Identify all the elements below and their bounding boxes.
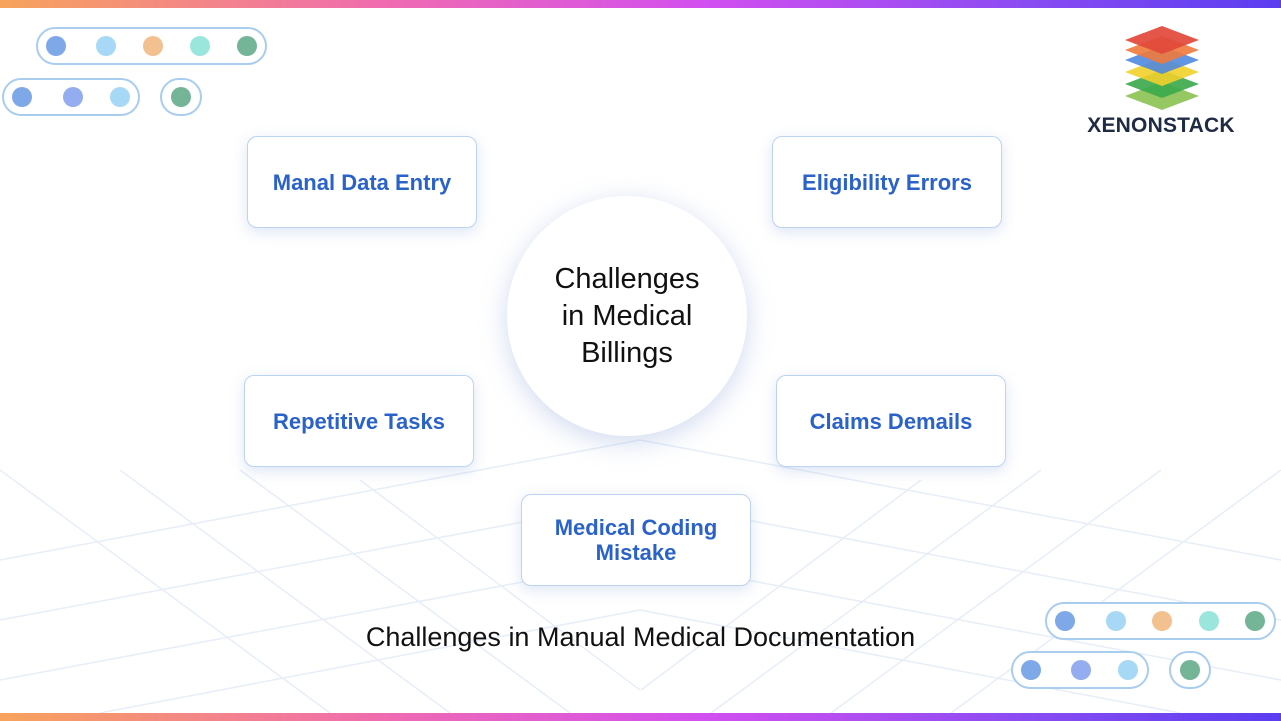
dot <box>1199 611 1219 631</box>
dot <box>1021 660 1041 680</box>
challenge-card-claims-denials: Claims Demails <box>776 375 1006 467</box>
logo-wordmark: XENONSTACK <box>1087 114 1235 137</box>
dot <box>1180 660 1200 680</box>
dot <box>143 36 163 56</box>
challenge-card-eligibility-errors: Eligibility Errors <box>772 136 1002 228</box>
dot <box>46 36 66 56</box>
center-topic-circle: Challenges in Medical Billings <box>507 196 747 436</box>
dot <box>110 87 130 107</box>
dot <box>237 36 257 56</box>
dot-group-top-left-3 <box>160 78 202 116</box>
dot <box>1106 611 1126 631</box>
challenge-card-repetitive-tasks: Repetitive Tasks <box>244 375 474 467</box>
dot <box>171 87 191 107</box>
dot <box>190 36 210 56</box>
stacked-layers-icon <box>1125 26 1199 110</box>
dot-group-top-left-1 <box>36 27 267 65</box>
dot <box>63 87 83 107</box>
dot <box>1055 611 1075 631</box>
dot <box>1118 660 1138 680</box>
challenge-card-medical-coding-mistake: Medical Coding Mistake <box>521 494 751 586</box>
bottom-gradient-bar <box>0 713 1281 721</box>
dot-group-bottom-right-3 <box>1169 651 1211 689</box>
center-topic-title: Challenges in Medical Billings <box>554 262 700 369</box>
dot <box>12 87 32 107</box>
dot-group-bottom-right-1 <box>1045 602 1276 640</box>
challenge-card-manual-data-entry: Manal Data Entry <box>247 136 477 228</box>
dot <box>1071 660 1091 680</box>
dot <box>1245 611 1265 631</box>
top-gradient-bar <box>0 0 1281 8</box>
xenonstack-logo: XENONSTACK <box>1078 26 1248 146</box>
dot-group-top-left-2 <box>2 78 140 116</box>
dot-group-bottom-right-2 <box>1011 651 1149 689</box>
dot <box>96 36 116 56</box>
diagram-caption: Challenges in Manual Medical Documentati… <box>365 622 916 652</box>
dot <box>1152 611 1172 631</box>
